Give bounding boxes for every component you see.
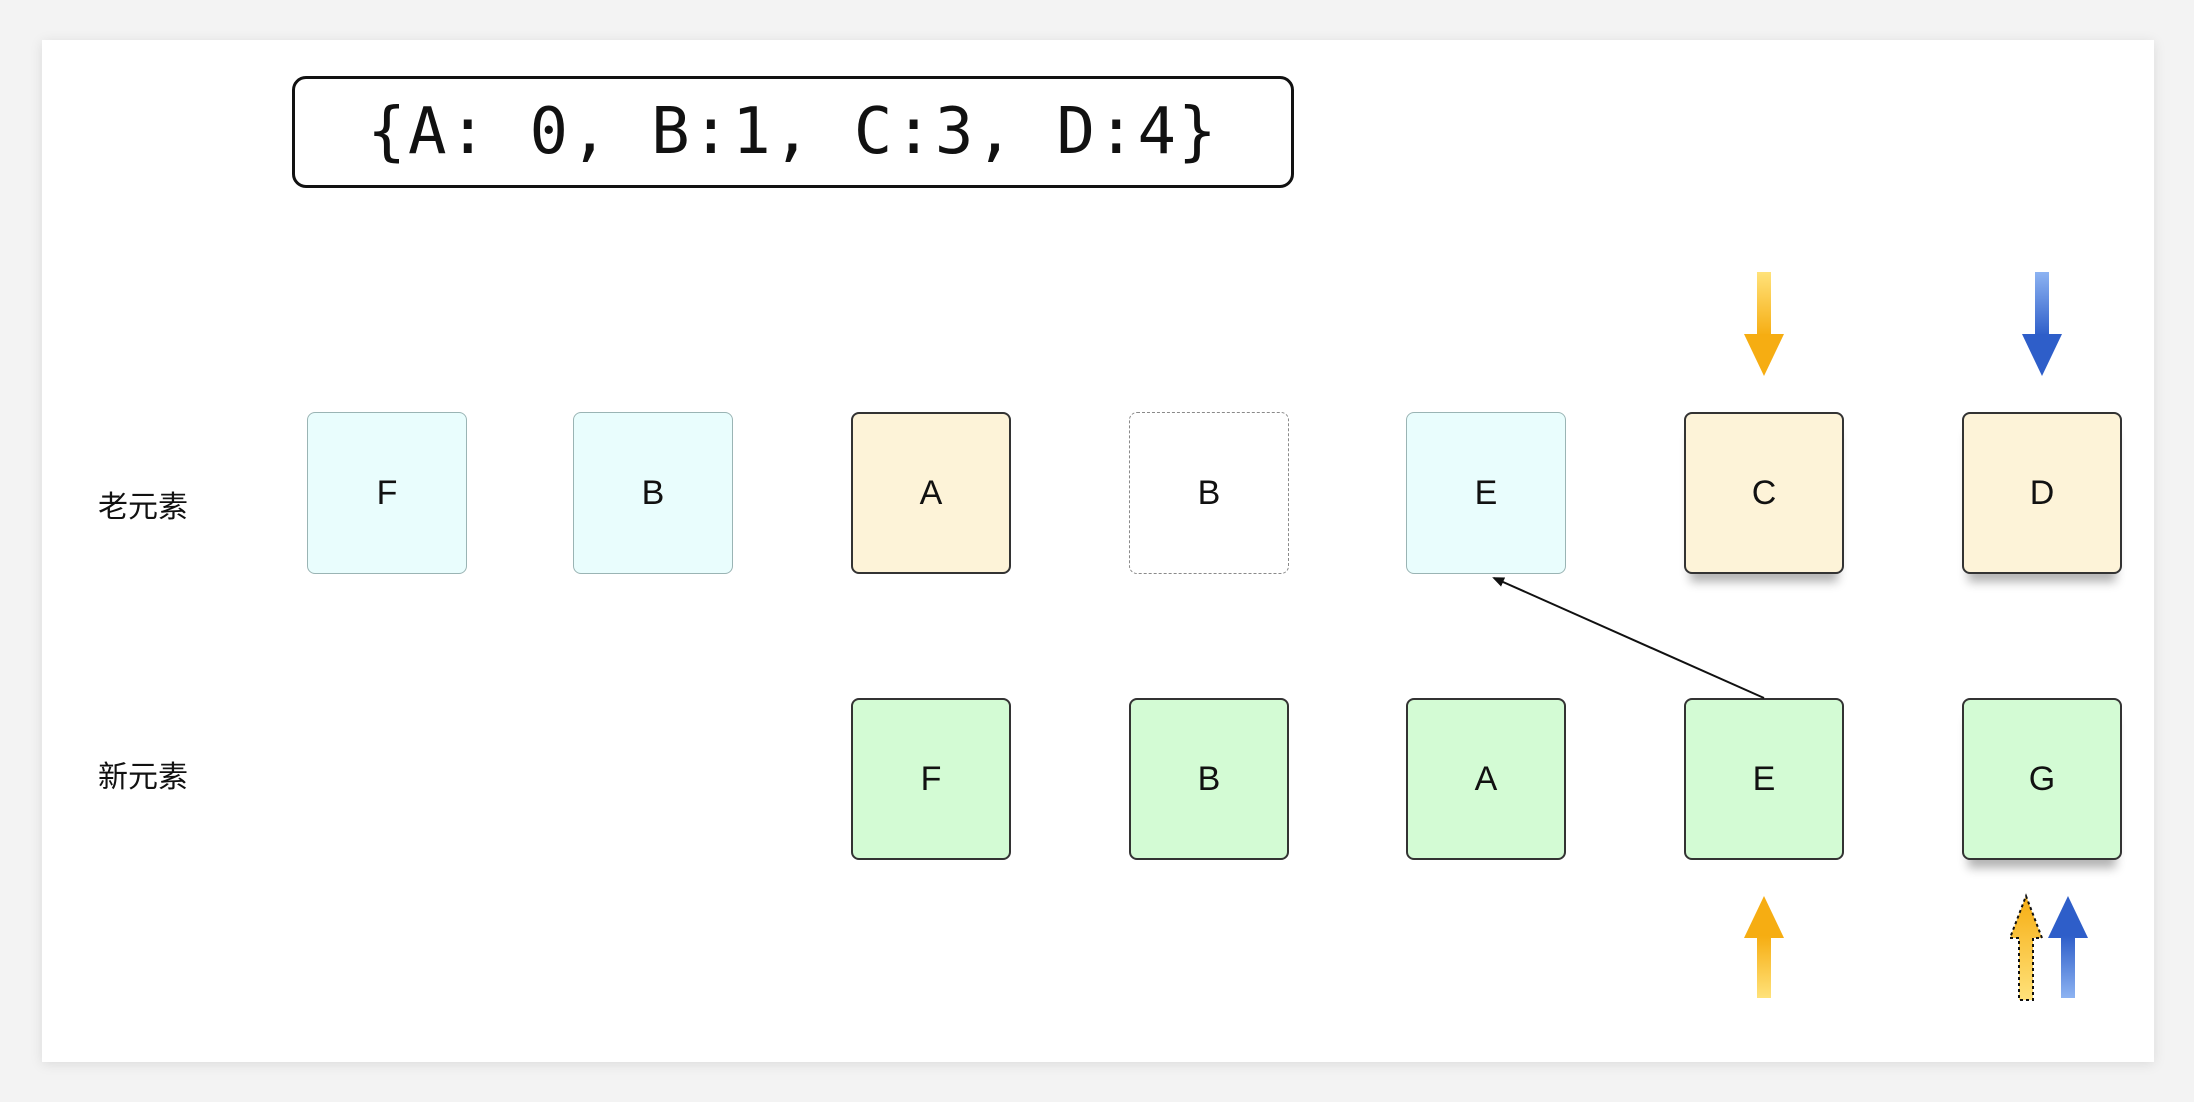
old-node-c: C	[1684, 412, 1844, 574]
new-node-b: B	[1129, 698, 1289, 860]
old-row-label: 老元素	[98, 490, 188, 525]
yellow-arrow-icon	[1744, 272, 1784, 376]
move-arrow	[1492, 577, 1765, 699]
key-index-map: {A: 0, B:1, C:3, D:4}	[292, 76, 1294, 188]
new-row-label: 新元素	[98, 760, 188, 795]
blue-arrow-icon	[2022, 272, 2062, 376]
old-node-a: A	[851, 412, 1011, 574]
old-node-b-2: B	[1129, 412, 1289, 574]
old-node-f: F	[307, 412, 467, 574]
new-node-g: G	[1962, 698, 2122, 860]
yellow-arrow-icon	[1744, 896, 1784, 998]
old-node-b-1: B	[573, 412, 733, 574]
old-node-e: E	[1406, 412, 1566, 574]
new-node-e: E	[1684, 698, 1844, 860]
new-node-a: A	[1406, 698, 1566, 860]
dotted-yellow-arrow-icon	[2008, 893, 2044, 1001]
old-node-d: D	[1962, 412, 2122, 574]
new-node-f: F	[851, 698, 1011, 860]
blue-arrow-icon	[2048, 896, 2088, 998]
